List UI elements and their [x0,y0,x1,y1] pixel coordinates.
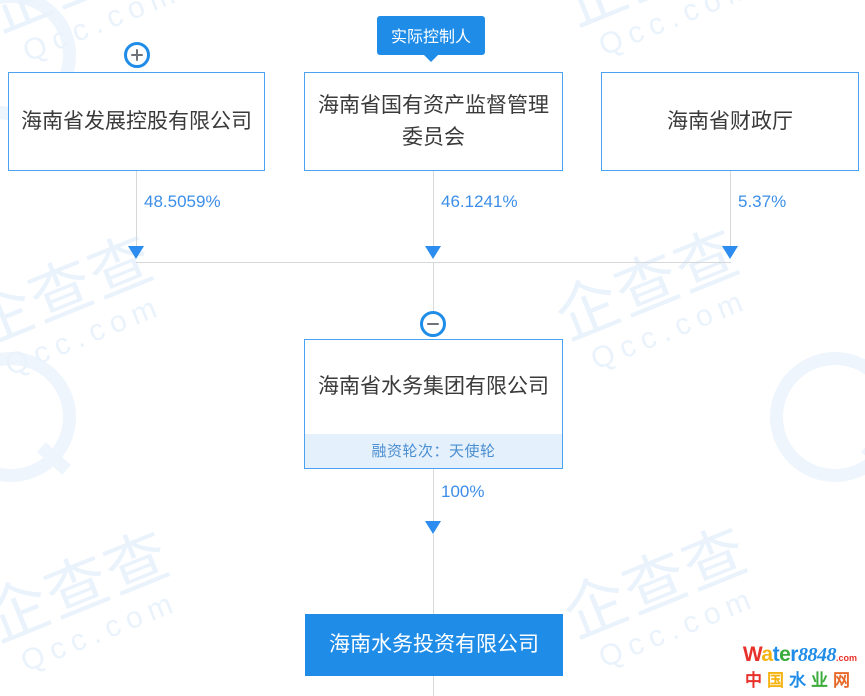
node-funding-round-label: 融资轮次：天使轮 [305,434,562,468]
watermark-cn: 企查查 [0,223,165,360]
connector-line-middle-to-target [433,468,434,525]
percent-label-middle-to-target: 100% [441,482,485,501]
node-title: 海南省财政厅 [667,109,793,133]
logo-sub-char-1: 中 [744,671,767,690]
node-target-water-invest[interactable]: 海南水务投资有限公司 [305,614,563,676]
connector-arrow-shareholder-1 [128,246,144,259]
watermark-text: 企查查 Qcc.com [540,202,762,383]
node-shareholder-sasac[interactable]: 海南省国有资产监督管理委员会 [304,72,563,171]
watermark-text: 企查查 Qcc.com [548,0,770,69]
connector-line-to-target-node [433,534,434,614]
logo-letter-t: t [772,643,780,666]
logo-sub-char-3: 水 [788,671,811,690]
connector-arrow-shareholder-3 [722,246,738,259]
connector-line-bus-to-middle [433,262,434,326]
watermark-cn: 企查查 [0,0,184,49]
watermark-text: 企查查 Qcc.com [0,0,194,75]
node-title: 海南省水务集团有限公司 [318,375,549,398]
logo-sub-char-5: 网 [832,671,855,690]
watermark-text: 企查查 Qcc.com [0,208,176,389]
percent-label-shareholder-2: 46.1241% [441,192,518,211]
logo-sub-char-4: 业 [810,671,833,690]
qcc-logo-watermark [0,352,76,482]
watermark-cn: 企查查 [548,0,760,43]
connector-line-shareholder-2 [433,170,434,250]
connector-arrow-shareholder-2 [425,246,441,259]
logo-letter-w: W [742,643,762,666]
node-shareholder-dev-holding[interactable]: 海南省发展控股有限公司 [8,72,265,171]
site-logo-wordmark: Water8848.com [743,644,857,669]
connector-arrow-middle-to-target [425,521,441,534]
logo-dotcom: .com [835,653,857,663]
percent-label-shareholder-1: 48.5059% [144,192,221,211]
node-title: 海南省国有资产监督管理委员会 [318,93,549,149]
minus-icon-horizontal-bar [427,323,439,325]
watermark-en: Qcc.com [586,283,754,377]
watermark-en: Qcc.com [594,0,762,63]
logo-letter-r: r [790,643,798,666]
plus-icon-vertical-bar [136,49,138,61]
connector-line-shareholder-1 [136,170,137,250]
node-title: 海南水务投资有限公司 [329,633,539,656]
collapse-toggle-minus-icon[interactable] [420,311,446,337]
node-water-group[interactable]: 海南省水务集团有限公司 融资轮次：天使轮 [304,339,563,469]
connector-line-below-target [433,676,434,696]
site-logo-subtitle: 中国水业网 [743,670,857,692]
qcc-logo-watermark [770,352,865,482]
actual-controller-badge: 实际控制人 [377,16,486,62]
percent-label-shareholder-3: 5.37% [738,192,787,211]
site-logo: Water8848.com 中国水业网 [743,644,857,692]
watermark-en: Qcc.com [18,0,186,69]
watermark-en: Qcc.com [16,585,184,679]
watermark-cn: 企查查 [546,217,751,354]
logo-sub-char-2: 国 [766,671,789,690]
node-title: 海南省发展控股有限公司 [21,109,252,133]
watermark-cn: 企查查 [0,519,181,656]
connector-line-shareholder-3 [730,170,731,250]
expand-toggle-plus-icon[interactable] [124,42,150,68]
node-shareholder-finance-dept[interactable]: 海南省财政厅 [601,72,859,171]
watermark-en: Qcc.com [0,289,168,383]
watermark-text: 企查查 Qcc.com [548,500,770,681]
logo-letter-a: a [761,643,773,666]
watermark-text: 企查查 Qcc.com [0,504,192,685]
logo-number: 8848 [797,644,837,666]
watermark-cn: 企查查 [554,515,759,652]
logo-letter-e: e [779,643,791,666]
